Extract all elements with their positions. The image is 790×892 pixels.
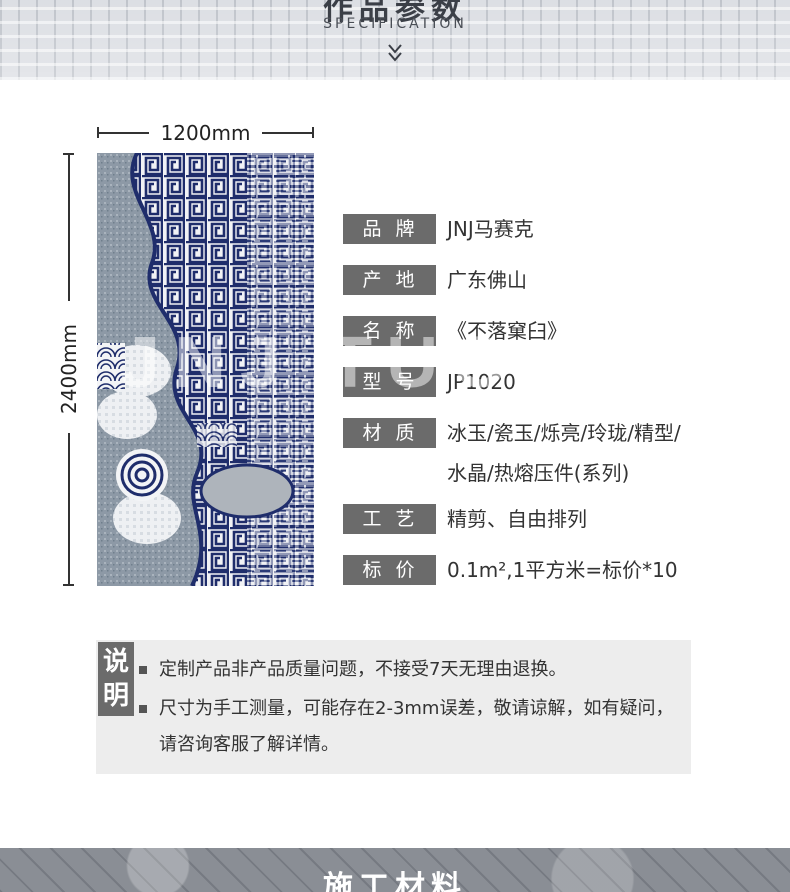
spec-label: 产地 xyxy=(343,265,436,295)
double-chevron-down-icon xyxy=(388,44,402,62)
spec-label: 品牌 xyxy=(343,214,436,244)
notice-item: 尺寸为手工测量，可能存在2-3mm误差，敬请谅解，如有疑问，请咨询客服了解详情。 xyxy=(139,691,679,763)
height-label: 2400mm xyxy=(57,324,81,414)
notice-item: 定制产品非产品质量问题，不接受7天无理由退换。 xyxy=(139,652,679,688)
spec-label: 名称 xyxy=(343,316,436,346)
bottom-banner: 施工材料 xyxy=(0,848,790,892)
notice-tag: 说 明 xyxy=(98,642,134,716)
height-dimension: 2400mm xyxy=(57,153,81,586)
dimension-tick xyxy=(312,127,314,138)
top-banner: 作品参数 SPECIFICATION xyxy=(0,0,790,80)
notice-tag-char: 说 xyxy=(102,647,129,677)
banner-overlay xyxy=(0,0,790,80)
spec-label: 工艺 xyxy=(343,504,436,534)
next-section-title: 施工材料 xyxy=(323,870,467,892)
spec-value: 冰玉/瓷玉/烁亮/玲珑/精型/水晶/热熔压件(系列) xyxy=(447,421,681,485)
spec-label: 标价 xyxy=(343,555,436,585)
width-label: 1200mm xyxy=(160,121,251,145)
spec-label: 材质 xyxy=(343,418,436,448)
square-bullet-icon xyxy=(139,705,147,713)
spec-value: 0.1m²,1平方米=标价*10 xyxy=(447,558,678,582)
spec-value: 精剪、自由排列 xyxy=(447,507,587,531)
notice-tag-char: 明 xyxy=(102,681,129,711)
spec-value: JNJ马赛克 xyxy=(447,217,534,241)
dimension-line xyxy=(68,153,70,301)
spec-value: 广东佛山 xyxy=(447,268,527,292)
section-subtitle: SPECIFICATION xyxy=(323,16,467,32)
spec-value: 《不落窠臼》 xyxy=(447,319,567,343)
square-bullet-icon xyxy=(139,666,147,674)
spec-label: 型号 xyxy=(343,367,436,397)
dimension-line xyxy=(262,132,314,134)
dimension-line xyxy=(97,132,149,134)
mosaic-artwork xyxy=(97,153,314,586)
dimension-tick xyxy=(63,584,74,586)
spec-value: JP1020 xyxy=(447,370,516,394)
notice-box: 说 明 定制产品非产品质量问题，不接受7天无理由退换。 尺寸为手工测量，可能存在… xyxy=(96,640,691,774)
section-title: 作品参数 xyxy=(323,0,467,27)
mosaic-pattern xyxy=(97,153,314,586)
width-dimension: 1200mm xyxy=(97,122,314,144)
notice-item-text: 定制产品非产品质量问题，不接受7天无理由退换。 xyxy=(159,659,567,680)
dimension-line xyxy=(68,433,70,586)
notice-item-text: 尺寸为手工测量，可能存在2-3mm误差，敬请谅解，如有疑问，请咨询客服了解详情。 xyxy=(159,698,674,755)
